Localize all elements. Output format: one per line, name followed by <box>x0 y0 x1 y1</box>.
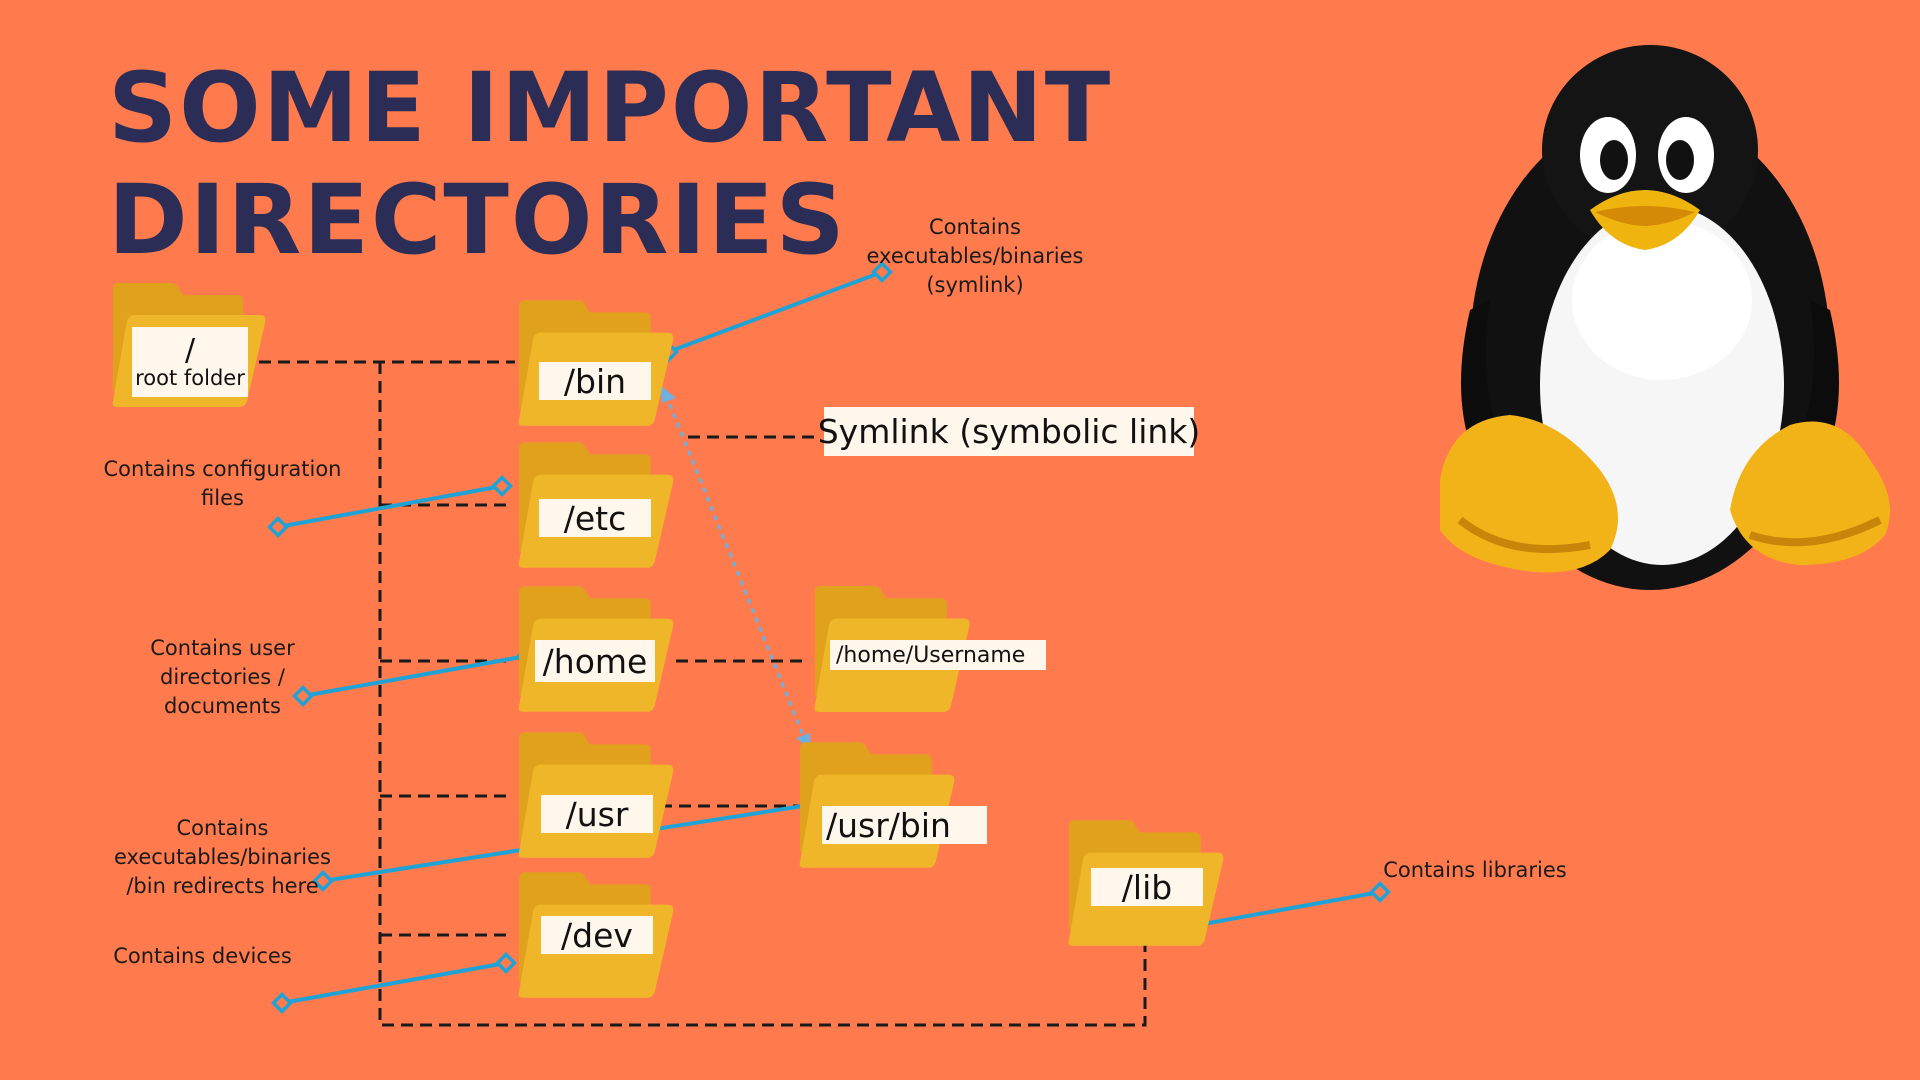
bin-label: /bin <box>539 362 651 401</box>
folder-dev[interactable]: /dev <box>515 870 677 1000</box>
folder-usr[interactable]: /usr <box>515 730 677 860</box>
symlink-label: Symlink (symbolic link) <box>818 407 1200 456</box>
dev-connector <box>281 961 507 1005</box>
title-line-1: SOME IMPORTANT <box>108 52 1113 164</box>
folder-home[interactable]: /home <box>515 584 677 714</box>
annotation-etc: Contains configuration files <box>103 457 342 510</box>
dashed-tree-lines <box>240 360 1147 1027</box>
folder-bin[interactable]: /bin <box>515 298 677 428</box>
etc-label: /etc <box>539 499 651 538</box>
blue-connectors <box>277 270 1381 1005</box>
dashed-trunk <box>378 362 1147 1027</box>
tux-penguin-icon <box>1440 45 1890 590</box>
home-label: /home <box>535 640 655 682</box>
annotation-dev: Contains devices <box>113 944 292 968</box>
lib-label: /lib <box>1091 868 1203 907</box>
usr-bin-label: /usr/bin <box>822 806 987 845</box>
bin-connector <box>667 270 883 354</box>
folder-root[interactable]: / root folder <box>108 281 270 409</box>
folder-lib[interactable]: /lib <box>1065 818 1227 948</box>
root-folder-label: / root folder <box>132 327 248 397</box>
folder-usr-bin[interactable]: /usr/bin <box>796 740 987 870</box>
folder-home-username[interactable]: /home/Username <box>810 584 1046 714</box>
root-desc: root folder <box>135 365 245 390</box>
annotation-bin: Contains executables/binaries (symlink) <box>866 215 1084 297</box>
annotation-usr: Contains executables/binaries /bin redir… <box>114 816 331 898</box>
dev-label: /dev <box>541 916 653 955</box>
etc-connector <box>277 484 503 529</box>
page-title: SOME IMPORTANT DIRECTORIES <box>108 52 1112 276</box>
title-line-2: DIRECTORIES <box>108 164 847 276</box>
folder-etc[interactable]: /etc <box>515 440 677 570</box>
home-connector <box>302 654 528 698</box>
home-username-label: /home/Username <box>830 640 1046 670</box>
symlink-arrowhead-top <box>660 385 676 403</box>
annotation-home: Contains user directories / documents <box>150 636 295 718</box>
annotation-lib: Contains libraries <box>1383 858 1567 882</box>
usr-label: /usr <box>541 795 653 834</box>
root-path: / <box>184 333 196 369</box>
symlink-dotted-arrow <box>664 394 807 741</box>
